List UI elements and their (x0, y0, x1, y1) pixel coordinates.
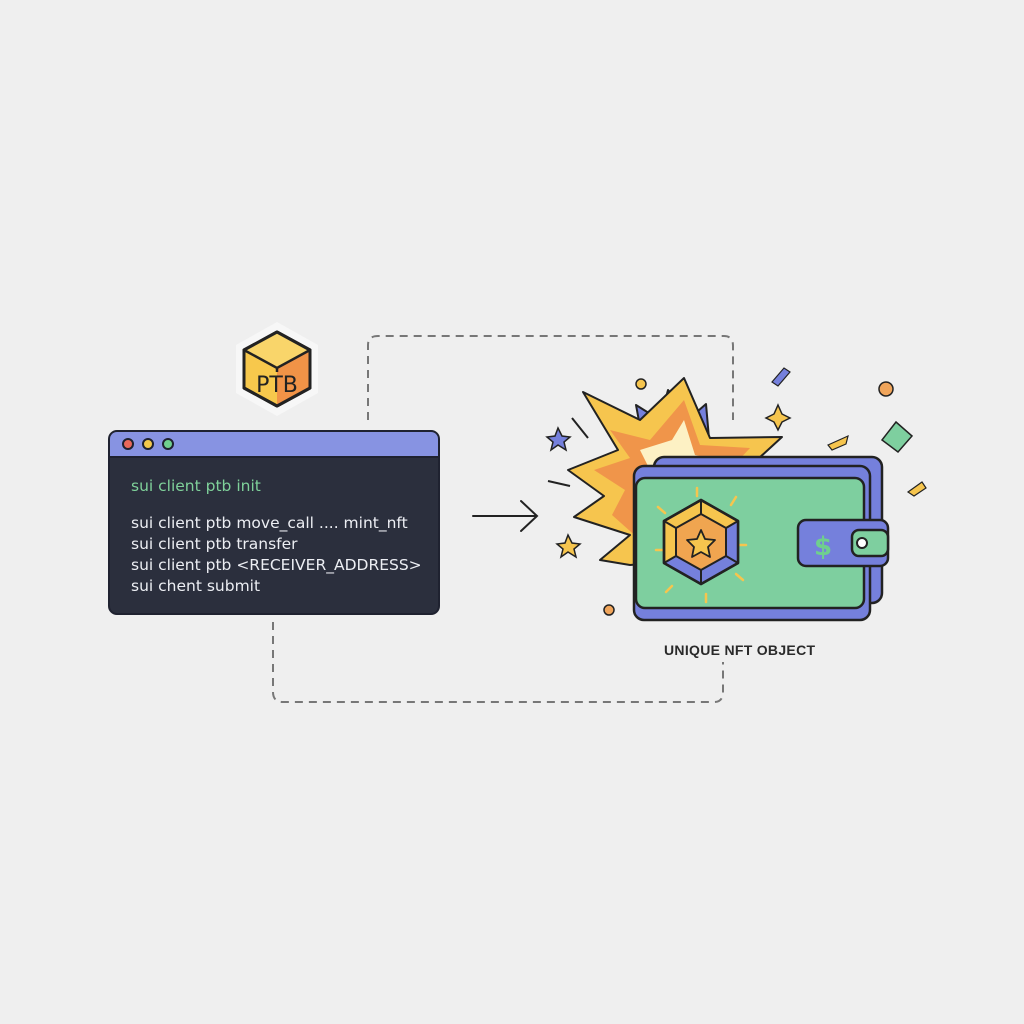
init-command: sui client ptb init (131, 477, 261, 495)
command-line: sui client ptb <RECEIVER_ADDRESS> (131, 556, 422, 574)
terminal-window: sui client ptb init sui client ptb move_… (108, 430, 440, 615)
minimize-dot-icon[interactable] (142, 438, 154, 450)
close-dot-icon[interactable] (122, 438, 134, 450)
cube-icon: PTB (236, 322, 318, 416)
maximize-dot-icon[interactable] (162, 438, 174, 450)
ptb-badge: PTB (228, 320, 326, 418)
command-line: sui client ptb transfer (131, 535, 298, 553)
terminal-body: sui client ptb init sui client ptb move_… (110, 458, 438, 597)
nft-object-label: UNIQUE NFT OBJECT (664, 642, 816, 658)
command-line: sui client ptb move_call .... mint_nft (131, 514, 408, 532)
terminal-titlebar (110, 432, 438, 458)
command-line: sui chent submit (131, 577, 261, 595)
svg-text:PTB: PTB (256, 373, 298, 398)
